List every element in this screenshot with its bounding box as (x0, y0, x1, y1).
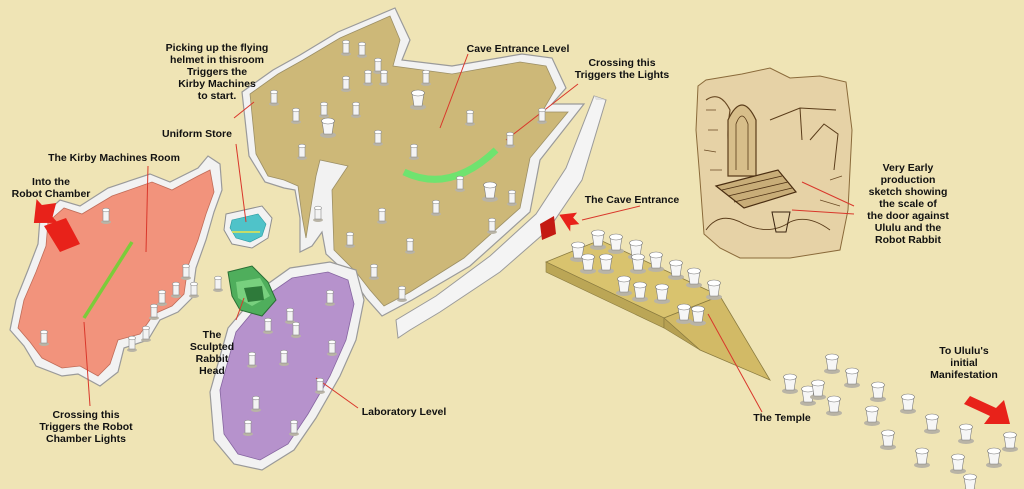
into-robot-chamber-label: Into the Robot Chamber (11, 176, 91, 200)
flying-helmet-label: Picking up the flying helmet in thisroom… (165, 42, 269, 102)
robot-lights-trigger-line (82, 241, 134, 319)
cave-level-floor (249, 15, 569, 307)
cave-entrance-label: The Cave Entrance (584, 194, 680, 206)
production-sketch-label: Very Early production sketch showing the… (867, 162, 949, 246)
lab-level-floor (219, 271, 355, 461)
kirby-machines-room-label: The Kirby Machines Room (48, 152, 180, 164)
robot-chamber-door (44, 218, 80, 252)
sculpted-rabbit-head-label: The Sculpted Rabbit Head (189, 329, 235, 377)
ululu-manifestation-label: To Ululu's initial Manifestation (930, 345, 998, 381)
crossing-lights-label: Crossing this Triggers the Lights (574, 57, 670, 81)
crossing-robot-lights-label: Crossing this Triggers the Robot Chamber… (39, 409, 133, 445)
cave-front-wall (395, 95, 607, 339)
uniform-store-floor (229, 213, 267, 243)
ululu-arrow (964, 396, 1010, 424)
production-sketch (695, 67, 853, 259)
cave-entrance-level-label: Cave Entrance Level (466, 43, 570, 55)
lights-trigger-line (402, 147, 499, 183)
laboratory-level-label: Laboratory Level (361, 406, 447, 418)
cave-entrance-arrow (559, 212, 580, 232)
uniform-store-label: Uniform Store (161, 128, 232, 140)
robot-chamber-arrow (33, 199, 58, 224)
cave-front-wall-top (594, 96, 606, 100)
temple-label: The Temple (753, 412, 811, 424)
cave-entrance-door (540, 216, 556, 240)
